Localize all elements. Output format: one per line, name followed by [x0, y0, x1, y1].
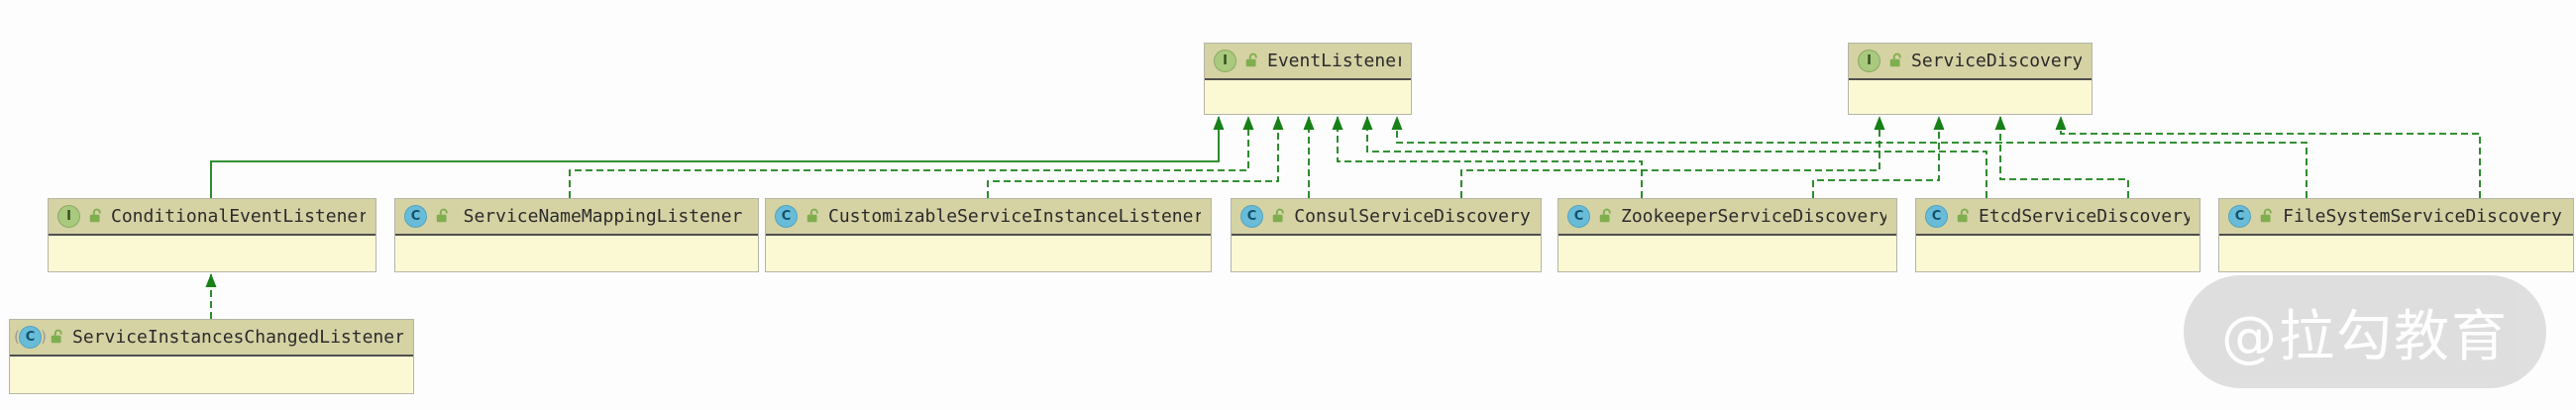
edge-zookeeper-service-discovery--event-listener	[1337, 117, 1643, 198]
public-lock-icon	[1272, 208, 1284, 223]
edge-etcd-service-discovery--event-listener	[1366, 117, 1987, 198]
arrowhead-icon	[1361, 116, 1373, 130]
public-lock-icon	[1957, 208, 1969, 223]
watermark: @拉勾教育	[2184, 275, 2546, 388]
public-lock-icon	[2260, 208, 2272, 223]
edge-consul-service-discovery--service-discovery	[1460, 117, 1880, 198]
interface-icon: I	[57, 205, 80, 228]
public-lock-icon	[1245, 52, 1257, 67]
class-icon: C	[1925, 205, 1948, 228]
arrowhead-icon	[1994, 116, 2006, 130]
node-label: ConsulServiceDiscovery	[1294, 206, 1531, 227]
node-label: ServiceInstancesChangedListener	[72, 327, 403, 348]
node-label: EtcdServiceDiscovery	[1979, 206, 2190, 227]
arrowhead-icon	[1391, 116, 1403, 130]
arrowhead-icon	[1213, 116, 1225, 130]
node-label: EventListener	[1267, 51, 1401, 71]
node-zookeeper-service-discovery[interactable]: C ZookeeperServiceDiscovery	[1557, 198, 1897, 272]
node-customizable-service-instance-listener[interactable]: C CustomizableServiceInstanceListener	[765, 198, 1212, 272]
node-body	[1205, 80, 1411, 114]
node-header: C CustomizableServiceInstanceListener	[766, 199, 1211, 236]
node-body	[1558, 236, 1896, 271]
class-icon: C	[775, 205, 798, 228]
node-body	[1916, 236, 2200, 271]
node-label: FileSystemServiceDiscovery	[2283, 206, 2562, 227]
arrowhead-icon	[1242, 116, 1254, 130]
node-conditional-event-listener[interactable]: I ConditionalEventListener	[48, 198, 376, 272]
node-body	[766, 236, 1211, 271]
node-header: C ServiceNameMappingListener	[395, 199, 758, 236]
public-lock-icon	[89, 208, 101, 223]
node-label: ServiceDiscovery	[1911, 51, 2082, 71]
public-lock-icon	[806, 208, 818, 223]
node-body	[395, 236, 758, 271]
interface-icon: I	[1858, 50, 1880, 72]
node-header: C ConsulServiceDiscovery	[1232, 199, 1541, 236]
arrowhead-icon	[2055, 116, 2067, 130]
node-consul-service-discovery[interactable]: C ConsulServiceDiscovery	[1231, 198, 1542, 272]
node-event-listener[interactable]: I EventListener	[1204, 43, 1412, 115]
public-lock-icon	[1889, 52, 1901, 67]
node-header: C ZookeeperServiceDiscovery	[1558, 199, 1896, 236]
public-lock-icon	[436, 208, 448, 223]
arrowhead-icon	[1933, 116, 1945, 130]
edge-etcd-service-discovery--service-discovery	[1999, 117, 2129, 198]
class-icon: C	[2228, 205, 2251, 228]
node-label: ServiceNameMappingListener	[463, 206, 743, 227]
node-body	[10, 357, 413, 393]
node-service-instances-changed-listener[interactable]: C ServiceInstancesChangedListener	[9, 319, 414, 394]
node-header: C ServiceInstancesChangedListener	[10, 320, 413, 357]
class-icon: C	[1240, 205, 1263, 228]
node-label: ZookeeperServiceDiscovery	[1621, 206, 1886, 227]
node-body	[1232, 236, 1541, 271]
edge-filesystem-service-discovery--event-listener	[1396, 117, 2308, 198]
node-service-name-mapping-listener[interactable]: C ServiceNameMappingListener	[394, 198, 759, 272]
edge-customizable-service-instance-listener--event-listener	[987, 117, 1279, 198]
node-header: I EventListener	[1205, 44, 1411, 80]
node-label: CustomizableServiceInstanceListener	[828, 206, 1201, 227]
interface-icon: I	[1214, 50, 1236, 72]
class-icon: C	[404, 205, 427, 228]
node-body	[49, 236, 376, 271]
edge-filesystem-service-discovery--service-discovery	[2060, 117, 2481, 198]
arrowhead-icon	[1332, 116, 1343, 130]
node-body	[1849, 80, 2092, 114]
node-body	[2219, 236, 2573, 271]
arrowhead-icon	[205, 273, 217, 287]
arrowhead-icon	[1874, 116, 1885, 130]
edge-conditional-event-listener--event-listener	[210, 117, 1220, 198]
node-etcd-service-discovery[interactable]: C EtcdServiceDiscovery	[1915, 198, 2200, 272]
node-filesystem-service-discovery[interactable]: C FileSystemServiceDiscovery	[2218, 198, 2574, 272]
node-header: C EtcdServiceDiscovery	[1916, 199, 2200, 236]
node-label: ConditionalEventListener	[111, 206, 366, 227]
class-icon: C	[14, 326, 47, 349]
node-header: C FileSystemServiceDiscovery	[2219, 199, 2573, 236]
class-icon: C	[1567, 205, 1590, 228]
node-header: I ServiceDiscovery	[1849, 44, 2092, 80]
node-header: I ConditionalEventListener	[49, 199, 376, 236]
arrowhead-icon	[1303, 116, 1315, 130]
node-service-discovery[interactable]: I ServiceDiscovery	[1848, 43, 2093, 115]
public-lock-icon	[1599, 208, 1611, 223]
public-lock-icon	[51, 329, 62, 344]
edge-service-name-mapping-listener--event-listener	[569, 117, 1249, 198]
edge-zookeeper-service-discovery--service-discovery	[1812, 117, 1940, 198]
arrowhead-icon	[1272, 116, 1284, 130]
